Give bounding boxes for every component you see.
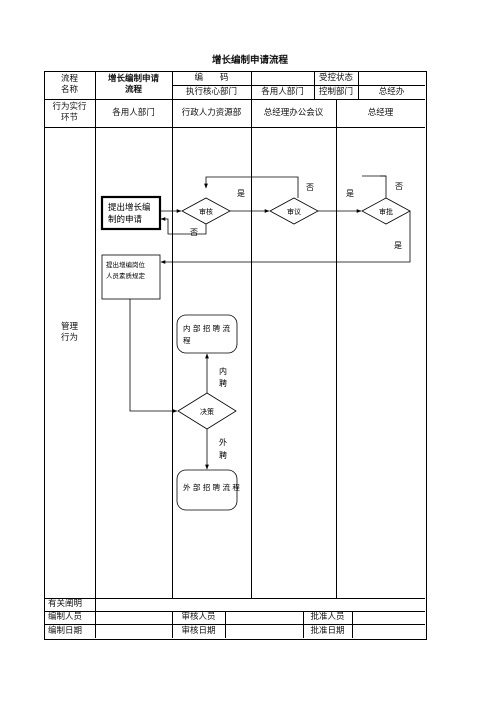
code-label: 编 码 — [194, 72, 229, 83]
lane-hr-dept: 行政人力资源部 — [181, 107, 242, 118]
label-approve-yes: 是 — [394, 241, 402, 250]
rule-header-mid — [172, 85, 425, 86]
process-name-label: 流程 名称 — [60, 74, 78, 95]
label-internal-hire-2: 聘 — [219, 378, 227, 388]
rule-header-val — [358, 71, 359, 99]
label-review-yes: 是 — [237, 189, 245, 198]
rule-lanes-bottom — [44, 127, 425, 128]
svg-text:审批: 审批 — [379, 207, 393, 216]
rule-footer-c — [303, 611, 304, 638]
control-dept-label: 控制部门 — [318, 86, 353, 97]
exec-dept-label: 执行核心部门 — [185, 86, 237, 97]
internal-recruitment-node: 内 部 招 聘 流 程 — [176, 314, 238, 354]
rule-lane-3 — [336, 99, 337, 598]
lane-user-dept: 各用人部门 — [112, 107, 155, 118]
approver-label: 批准人员 — [310, 612, 345, 622]
rule-label-col — [95, 71, 96, 638]
document-title: 增长编制申请流程 — [211, 55, 288, 66]
label-deliberate-yes: 是 — [346, 189, 354, 198]
rule-lane-2 — [251, 71, 252, 598]
svg-text:审议: 审议 — [287, 207, 301, 216]
process-table — [44, 71, 427, 640]
deliberate-decision-node: 审议 — [269, 197, 319, 225]
rule-footer-1 — [44, 611, 425, 612]
submit-request-node: 提出增长编 制的申请 — [100, 195, 162, 231]
rule-footer-a — [172, 611, 173, 638]
decide-decision-node: 决策 — [177, 392, 237, 430]
lane-gm: 总经理 — [367, 107, 394, 118]
rule-footer-2 — [44, 624, 425, 625]
label-approve-no: 否 — [395, 182, 403, 191]
rule-footer-b — [225, 611, 226, 638]
label-internal-hire-1: 内 — [219, 366, 227, 376]
related-docs-label: 有关阐明 — [48, 599, 83, 609]
rule-body-bottom — [44, 598, 425, 599]
approve-date-label: 批准日期 — [310, 625, 345, 636]
rule-header-bottom — [44, 99, 425, 100]
svg-text:人员素质规定: 人员素质规定 — [106, 271, 146, 280]
svg-text:外 部 招 聘 流 程: 外 部 招 聘 流 程 — [183, 482, 240, 492]
approve-decision-node: 审批 — [361, 197, 411, 225]
label-review-no: 否 — [190, 228, 198, 237]
svg-text:提出增编岗位: 提出增编岗位 — [106, 260, 146, 269]
rule-header-ctrl — [314, 71, 315, 99]
lane-gm-meeting: 总经理办公会议 — [263, 107, 324, 118]
management-behavior-label: 管理 行为 — [60, 322, 78, 343]
review-decision-node: 审核 — [181, 197, 231, 225]
lanes-row-label: 行为实行 环节 — [52, 102, 87, 123]
propose-requirements-node: 提出增编岗位 人员素质规定 — [101, 254, 161, 300]
rule-footer-d — [352, 611, 353, 638]
process-name-value: 增长编制申请 流程 — [107, 74, 159, 95]
exec-dept-value: 各用人部门 — [261, 86, 304, 97]
svg-text:内 部 招 聘 流: 内 部 招 聘 流 — [183, 323, 231, 333]
label-external-hire-2: 聘 — [219, 450, 227, 460]
rule-lane-1 — [172, 71, 173, 598]
reviewer-label: 审核人员 — [181, 612, 216, 622]
external-recruitment-node: 外 部 招 聘 流 程 — [176, 469, 240, 511]
label-deliberate-no: 否 — [306, 183, 314, 192]
label-external-hire-1: 外 — [219, 437, 227, 447]
control-dept-value: 总经办 — [378, 86, 405, 97]
editor-label: 编制人员 — [48, 612, 83, 622]
svg-text:审核: 审核 — [199, 207, 213, 216]
svg-text:程: 程 — [183, 336, 191, 345]
review-date-label: 审核日期 — [181, 625, 216, 636]
flow-connectors — [129, 175, 411, 470]
svg-text:制的申请: 制的申请 — [108, 214, 143, 225]
svg-text:决策: 决策 — [200, 407, 214, 416]
svg-text:提出增长编: 提出增长编 — [108, 202, 151, 213]
edit-date-label: 编制日期 — [48, 625, 83, 636]
controlled-status-label: 受控状态 — [318, 72, 353, 83]
